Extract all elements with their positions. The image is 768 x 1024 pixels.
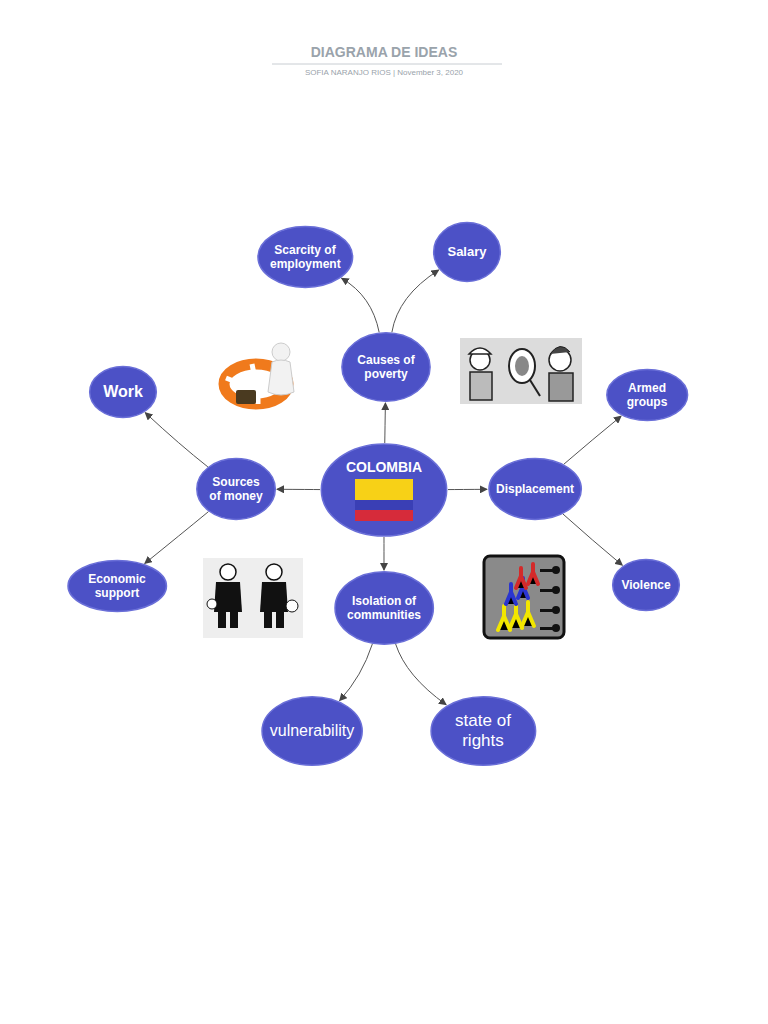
arrow-connector — [340, 644, 373, 701]
subtitle-label: SOFIA NARANJO RIOS | November 3, 2020 — [0, 68, 768, 77]
idea-ellipse: Economic support — [67, 560, 167, 612]
title-rule — [272, 64, 502, 65]
idea-ellipse: vulnerability — [261, 696, 363, 766]
arrow-connector — [396, 644, 446, 705]
idea-ellipse: Sources of money — [196, 458, 276, 520]
node-text: Armed groups — [621, 381, 673, 410]
arrow-connector — [277, 489, 320, 490]
node-text: Displacement — [496, 482, 574, 496]
lifebuoy-clipart — [224, 343, 294, 404]
arrow-connector — [448, 489, 487, 490]
idea-ellipse: Causes of poverty — [341, 332, 431, 402]
node-text: vulnerability — [270, 721, 354, 740]
idea-ellipse: Salary — [433, 222, 501, 282]
idea-ellipse: Displacement — [488, 458, 582, 520]
arrow-connector — [383, 537, 384, 570]
idea-ellipse: Scarcity of employment — [257, 226, 354, 288]
arrow-connector — [392, 270, 439, 332]
node-text: Salary — [447, 244, 486, 260]
idea-ellipse: Work — [89, 366, 157, 418]
businessmen-clipart — [203, 558, 303, 638]
node-text: Causes of poverty — [354, 353, 418, 382]
idea-ellipse: state of rights — [430, 696, 537, 766]
node-text: state of rights — [448, 711, 518, 752]
arrow-connector — [145, 413, 208, 467]
diagram-title: DIAGRAMA DE IDEAS — [0, 44, 768, 60]
arrow-connector — [145, 512, 209, 564]
idea-ellipse: Armed groups — [606, 369, 688, 421]
colombia-flag — [355, 479, 413, 521]
node-text: Sources of money — [208, 475, 264, 504]
idea-ellipse: Isolation of communities — [334, 571, 434, 645]
arrow-connector — [563, 514, 622, 565]
idea-ellipse: COLOMBIA — [320, 443, 448, 537]
node-text: Isolation of communities — [345, 594, 423, 623]
arrow-connector — [342, 278, 380, 332]
node-text: COLOMBIA — [346, 459, 422, 476]
idea-ellipse: Violence — [612, 559, 680, 611]
node-text: Violence — [621, 578, 670, 592]
arrow-connector — [564, 416, 621, 464]
cartoon-clipart — [460, 338, 582, 404]
node-text: Scarcity of employment — [270, 243, 340, 272]
node-text: Work — [103, 382, 143, 401]
arrow-connector — [384, 403, 386, 443]
node-text: Economic support — [84, 572, 150, 601]
displacement-clipart — [484, 556, 564, 638]
